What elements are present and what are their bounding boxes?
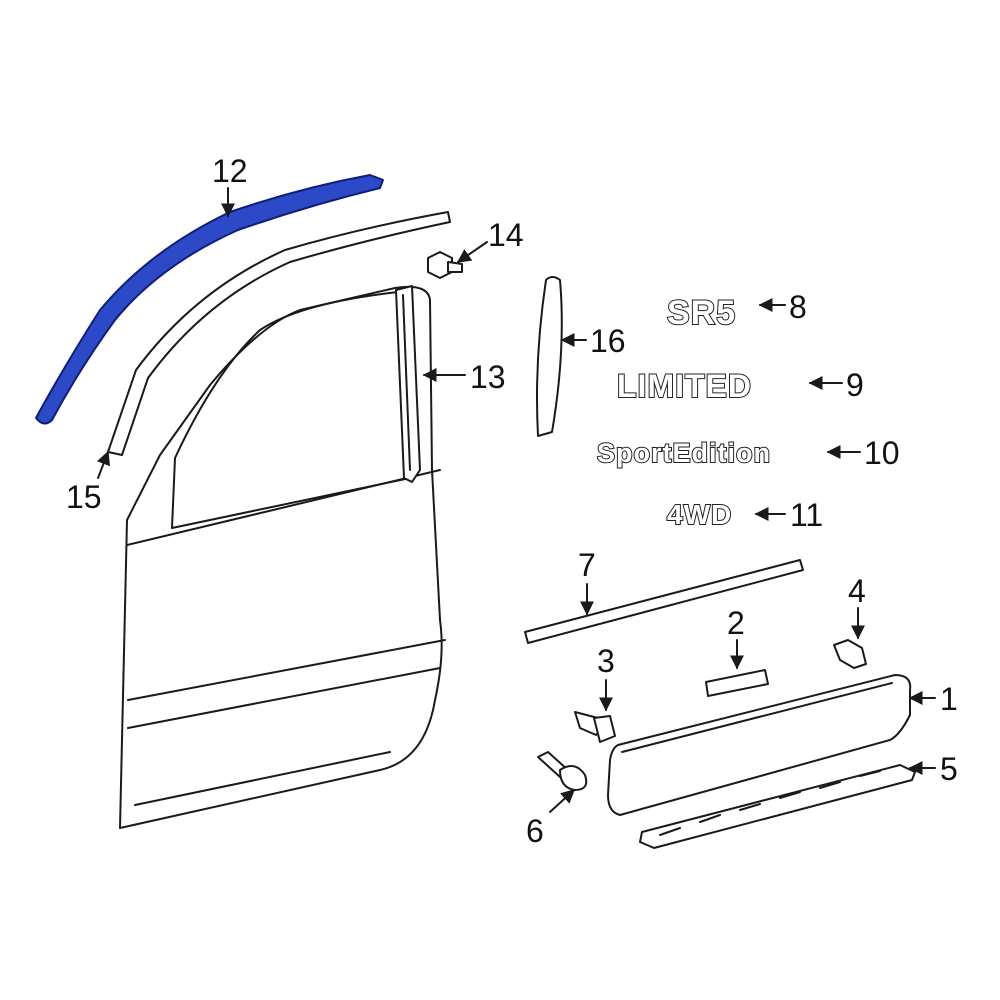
emblem-sport-edition: SportEdition (597, 438, 771, 468)
emblem-sr5: SR5 (667, 294, 736, 332)
callout-9[interactable]: 9 (846, 367, 864, 403)
push-rivet (537, 751, 588, 791)
leader-arrows (96, 187, 936, 813)
emblem-tape (705, 669, 769, 697)
body-side-moulding (607, 674, 912, 816)
emblem-limited: LIMITED (617, 368, 752, 404)
clip-14 (427, 251, 463, 279)
retainer-strip (639, 764, 916, 849)
callout-4[interactable]: 4 (848, 573, 866, 609)
door-frame-moulding (107, 211, 451, 456)
pillar-applique (536, 276, 563, 437)
callout-5[interactable]: 5 (940, 751, 958, 787)
callout-14[interactable]: 14 (488, 217, 524, 253)
callout-15[interactable]: 15 (66, 479, 102, 515)
emblem-4wd: 4WD (667, 499, 732, 530)
callout-2[interactable]: 2 (727, 605, 745, 641)
callout-1[interactable]: 1 (940, 681, 958, 717)
callout-7[interactable]: 7 (578, 547, 596, 583)
clip-4 (833, 639, 867, 669)
callout-8[interactable]: 8 (789, 289, 807, 325)
callout-6[interactable]: 6 (526, 813, 544, 849)
pillar-garnish (395, 285, 421, 483)
callout-11[interactable]: 11 (790, 497, 823, 533)
callout-16[interactable]: 16 (590, 323, 626, 359)
roof-drip-weatherstrip[interactable] (35, 174, 384, 425)
callout-10[interactable]: 10 (864, 435, 900, 471)
callout-12[interactable]: 12 (212, 153, 248, 189)
callout-13[interactable]: 13 (470, 359, 506, 395)
door-shell (119, 285, 446, 829)
clip-3 (574, 711, 616, 743)
callout-3[interactable]: 3 (597, 643, 615, 679)
moulding-strip (524, 559, 804, 644)
